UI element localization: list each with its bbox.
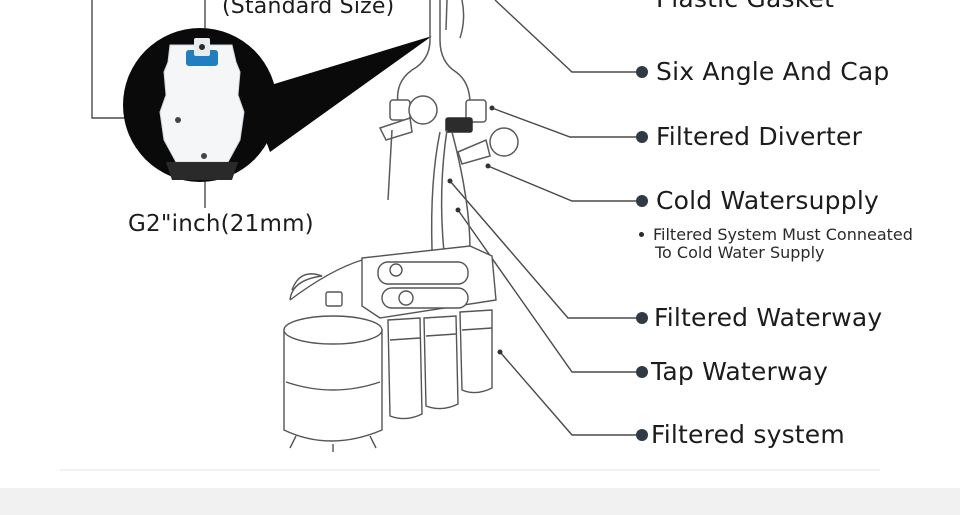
label-plastic-gasket: Plastic Gasket <box>656 0 834 13</box>
leader-fitting-left <box>91 0 132 119</box>
bullet-cold-water-note <box>639 232 644 237</box>
callout-lines <box>91 0 640 436</box>
note-cold-water-line2: To Cold Water Supply <box>655 243 825 262</box>
label-cold-water: Cold Watersupply <box>656 186 879 215</box>
label-standard-size: (Standard Size) <box>222 0 395 19</box>
faucet-assembly <box>378 0 519 253</box>
bullet-filtered-system <box>636 429 648 441</box>
quick-connect-fitting <box>159 38 245 180</box>
leader-cold-water <box>487 165 640 202</box>
leader-filtered-diverter <box>491 107 640 138</box>
bullet-tap-waterway <box>636 366 648 378</box>
leader-filtered-waterway <box>449 180 640 319</box>
label-six-angle: Six Angle And Cap <box>656 57 890 86</box>
label-filtered-waterway: Filtered Waterway <box>654 303 883 332</box>
bullet-six-angle <box>636 66 648 78</box>
label-fitting-size: G2"inch(21mm) <box>128 211 314 237</box>
ro-filter-system <box>361 245 503 420</box>
footer-band <box>0 488 960 515</box>
bullet-filtered-waterway <box>636 312 648 324</box>
leader-filtered-system <box>499 351 640 436</box>
label-filtered-diverter: Filtered Diverter <box>656 122 863 151</box>
label-filtered-system: Filtered system <box>651 420 845 449</box>
leader-tap-waterway <box>457 209 640 373</box>
note-cold-water-line1: Filtered System Must Conneated <box>653 225 913 244</box>
leader-six-angle <box>494 0 640 73</box>
label-tap-waterway: Tap Waterway <box>651 357 829 386</box>
bullet-cold-water <box>636 195 648 207</box>
inset-pointer <box>248 36 432 152</box>
bullet-filtered-diverter <box>636 131 648 143</box>
storage-tank <box>283 259 383 452</box>
